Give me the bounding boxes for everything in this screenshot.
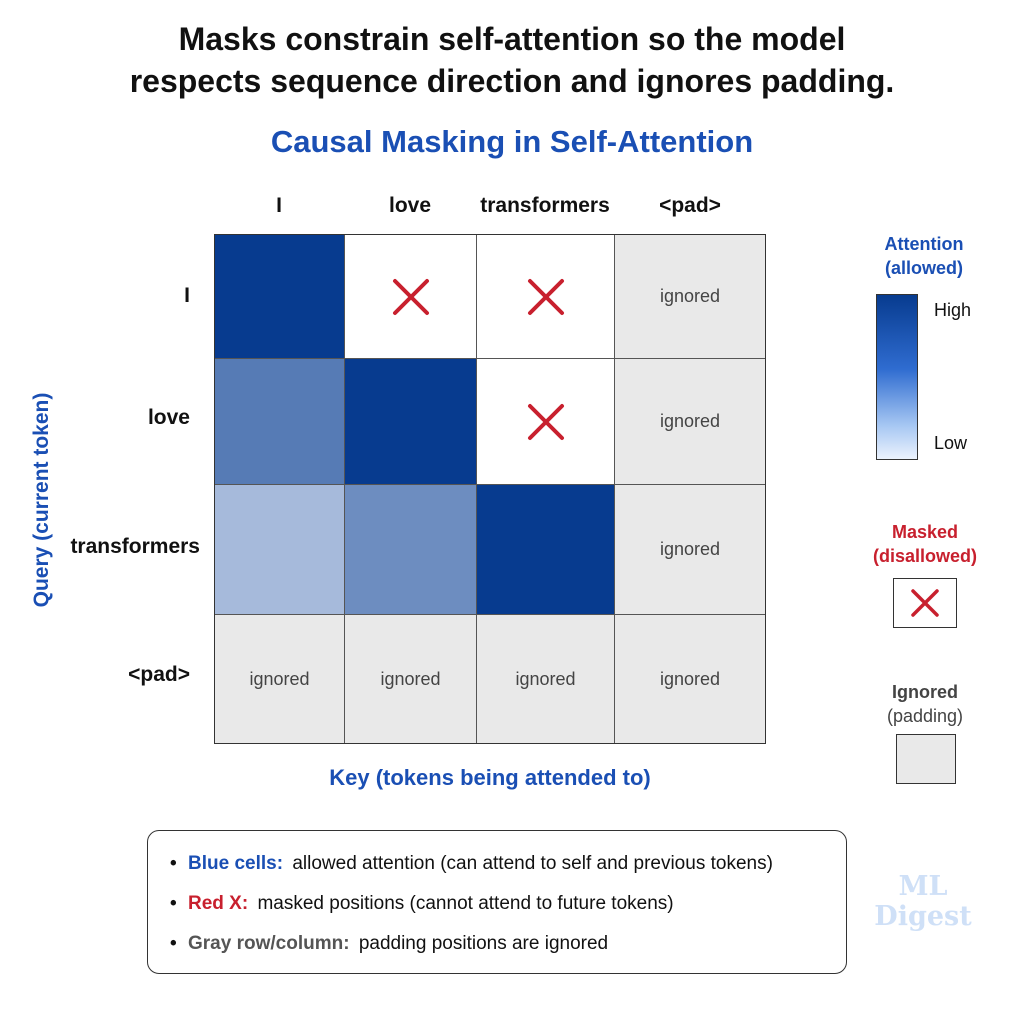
x-mark-icon	[527, 403, 564, 440]
matrix-cell-r2-c0-allowed	[215, 485, 345, 615]
legend-masked-title-2: (disallowed)	[872, 546, 977, 566]
matrix-cell-r1-c1-allowed	[345, 359, 477, 485]
ignored-label: ignored	[659, 411, 721, 431]
matrix-cell-r0-c0-allowed	[215, 235, 345, 359]
legend-ignored-title: Ignored (padding)	[862, 680, 988, 728]
matrix-cell-r2-c3-ignored: ignored	[615, 485, 765, 615]
legend-ignored-title-1: Ignored	[892, 682, 958, 702]
watermark-line-1: ML	[898, 871, 948, 902]
ignored-label: ignored	[380, 668, 441, 689]
watermark-line-2: Digest	[874, 901, 972, 932]
x-mark-icon	[527, 278, 564, 315]
column-label-i: I	[276, 194, 282, 217]
column-label-transformers: transformers	[480, 194, 610, 217]
matrix-cell-r0-c1-masked	[345, 235, 477, 359]
row-label-transformers: transformers	[70, 535, 200, 558]
note-blue-cells: •Blue cells: allowed attention (can atte…	[170, 853, 773, 874]
y-axis-label: Query (current token)	[30, 392, 53, 608]
watermark-logo: ML Digest	[858, 872, 988, 932]
ignored-label: ignored	[659, 668, 721, 689]
legend-attention-title-2: (allowed)	[884, 258, 963, 278]
legend-masked-swatch	[893, 578, 957, 628]
x-mark-icon	[911, 589, 939, 617]
matrix-cell-r3-c3-ignored: ignored	[615, 615, 765, 743]
note-key-gray: Gray row/column:	[188, 933, 350, 954]
attention-matrix: ignored ignored ignored ignored ignored ignor…	[214, 234, 766, 744]
x-mark-icon	[392, 278, 429, 315]
note-text-red: masked positions (cannot attend to futur…	[257, 893, 674, 914]
row-label-love: love	[147, 406, 190, 429]
headline-line-1: Masks constrain self-attention so the mo…	[178, 21, 846, 57]
x-axis-label: Key (tokens being attended to)	[329, 765, 651, 790]
legend-ignored-title-2: (padding)	[886, 706, 964, 726]
legend-ignored-swatch	[896, 734, 956, 784]
note-red-x: •Red X: masked positions (cannot attend …	[170, 893, 674, 914]
legend-attention-title-1: Attention	[884, 234, 964, 254]
ignored-label: ignored	[249, 668, 310, 689]
notes-box: •Blue cells: allowed attention (can atte…	[147, 830, 847, 974]
legend-attention-title: Attention (allowed)	[864, 232, 984, 280]
note-key-blue: Blue cells:	[188, 853, 284, 874]
headline: Masks constrain self-attention so the mo…	[0, 18, 1024, 102]
note-text-blue: allowed attention (can attend to self an…	[292, 853, 773, 874]
matrix-cell-r2-c1-allowed	[345, 485, 477, 615]
legend-masked-title-1: Masked	[891, 522, 959, 542]
row-label-pad: <pad>	[128, 663, 190, 686]
column-label-love: love	[388, 194, 432, 217]
ignored-label: ignored	[659, 286, 721, 306]
matrix-cell-r1-c0-allowed	[215, 359, 345, 485]
matrix-cell-r3-c2-ignored: ignored	[477, 615, 615, 743]
note-key-red: Red X:	[188, 893, 249, 914]
note-gray: •Gray row/column: padding positions are …	[170, 933, 609, 954]
matrix-cell-r1-c2-masked	[477, 359, 615, 485]
legend-high-label: High	[934, 300, 972, 320]
ignored-label: ignored	[515, 668, 576, 689]
legend-masked-title: Masked (disallowed)	[862, 520, 988, 568]
headline-line-2: respects sequence direction and ignores …	[129, 63, 895, 99]
ignored-label: ignored	[659, 539, 721, 559]
matrix-cell-r3-c1-ignored: ignored	[345, 615, 477, 743]
matrix-cell-r0-c3-ignored: ignored	[615, 235, 765, 359]
matrix-cell-r0-c2-masked	[477, 235, 615, 359]
matrix-cell-r1-c3-ignored: ignored	[615, 359, 765, 485]
matrix-cell-r3-c0-ignored: ignored	[215, 615, 345, 743]
row-label-i: I	[184, 284, 190, 307]
legend-low-label: Low	[934, 433, 968, 453]
matrix-cell-r2-c2-allowed	[477, 485, 615, 615]
attention-gradient-bar	[876, 294, 918, 460]
diagram-title: Causal Masking in Self-Attention	[270, 124, 754, 159]
note-text-gray: padding positions are ignored	[358, 933, 609, 954]
column-label-pad: <pad>	[659, 194, 721, 217]
